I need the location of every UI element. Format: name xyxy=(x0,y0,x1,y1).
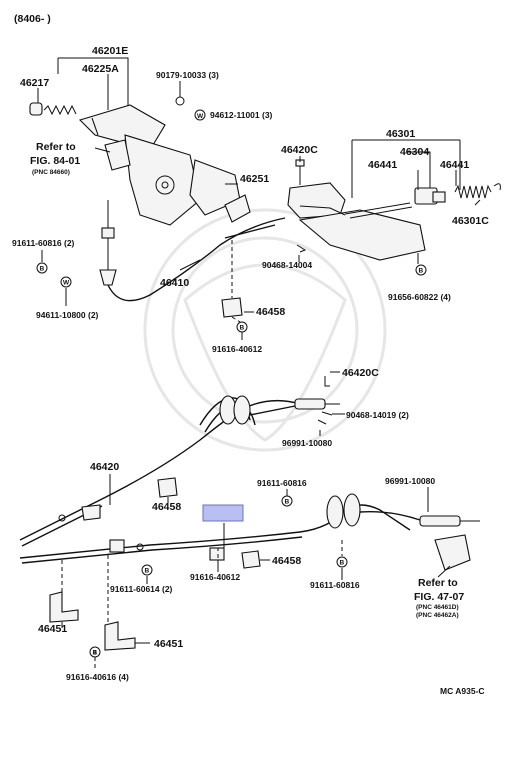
label-46301: 46301 xyxy=(386,128,415,140)
svg-text:B: B xyxy=(40,266,45,273)
label-fig-84-01: FIG. 84-01 xyxy=(30,155,80,167)
fasteners: B W B B B B B B xyxy=(36,262,429,658)
label-90179-10033: 90179-10033 (3) xyxy=(156,70,219,80)
svg-text:B: B xyxy=(145,568,150,575)
label-91616-40616: 91616-40616 (4) xyxy=(66,672,129,682)
cable-46410-sheath xyxy=(224,224,276,239)
label-90468-14004: 90468-14004 xyxy=(262,260,312,270)
label-46458-upper: 46458 xyxy=(256,306,285,318)
label-46217: 46217 xyxy=(20,77,49,89)
label-46441-right: 46441 xyxy=(440,159,469,171)
label-91611-60816-lower: 91611-60816 xyxy=(310,580,360,590)
bracket-46451 xyxy=(49,555,136,668)
label-91611-60614: 91611-60614 (2) xyxy=(110,584,173,594)
svg-text:B: B xyxy=(93,650,98,657)
label-91616-40612-upper: 91616-40612 xyxy=(212,344,262,354)
label-96991-10080-mid: 96991-10080 xyxy=(282,438,332,448)
label-46410: 46410 xyxy=(160,277,189,289)
label-91656-60822: 91656-60822 (4) xyxy=(388,292,451,302)
label-46304: 46304 xyxy=(400,146,429,158)
equalizer-assembly xyxy=(287,159,501,264)
label-91616-40612-lower: 91616-40612 xyxy=(190,572,240,582)
leader-lines xyxy=(37,57,481,644)
label-46441-left: 46441 xyxy=(368,159,397,171)
label-pnc-46461D: (PNC 46461D) xyxy=(416,604,459,611)
clamp-46458-lower xyxy=(157,477,261,569)
label-46251: 46251 xyxy=(240,173,269,185)
svg-text:W: W xyxy=(197,113,204,120)
label-46451-left: 46451 xyxy=(38,623,67,635)
svg-text:W: W xyxy=(63,280,70,287)
label-91611-60816-mid: 91611-60816 xyxy=(257,478,307,488)
rear-cable-46430 xyxy=(19,493,480,571)
svg-text:B: B xyxy=(240,325,245,332)
rear-cable-46420 xyxy=(19,395,340,551)
svg-text:B: B xyxy=(340,560,345,567)
parking-brake-lever: W xyxy=(29,96,251,286)
label-46420: 46420 xyxy=(90,461,119,473)
label-94611-10800: 94611-10800 (2) xyxy=(36,310,99,320)
svg-text:B: B xyxy=(419,268,424,275)
label-46201E: 46201E xyxy=(92,45,128,57)
label-refer-to-1: Refer to xyxy=(36,141,76,153)
label-fig-47-07: FIG. 47-07 xyxy=(414,591,464,603)
footer-code: MC A935-C xyxy=(440,686,485,696)
part-labels: 46201E 46225A 46217 90179-10033 (3) 9461… xyxy=(12,45,489,682)
svg-text:B: B xyxy=(285,499,290,506)
label-46301C: 46301C xyxy=(452,215,489,227)
label-46451-right: 46451 xyxy=(154,638,183,650)
cable-46410 xyxy=(107,217,286,302)
label-90468-14019: 90468-14019 (2) xyxy=(346,410,409,420)
label-96991-10080-right: 96991-10080 xyxy=(385,476,435,486)
label-94612-11001: 94612-11001 (3) xyxy=(210,110,273,120)
label-46458-lower: 46458 xyxy=(272,555,301,567)
label-pnc-46462A: (PNC 46462A) xyxy=(416,612,459,619)
label-46420C-top: 46420C xyxy=(281,144,318,156)
label-46420C-mid: 46420C xyxy=(342,367,379,379)
label-91611-60816-2: 91611-60816 (2) xyxy=(12,238,75,248)
header-code: (8406- ) xyxy=(14,13,51,25)
label-refer-to-2: Refer to xyxy=(418,577,458,589)
label-46225A: 46225A xyxy=(82,63,119,75)
clamp-46458-upper xyxy=(221,240,243,323)
highlight-46430-box xyxy=(202,504,244,522)
label-46458-left: 46458 xyxy=(152,501,181,513)
label-pnc-84660: (PNC 84660) xyxy=(32,169,70,176)
